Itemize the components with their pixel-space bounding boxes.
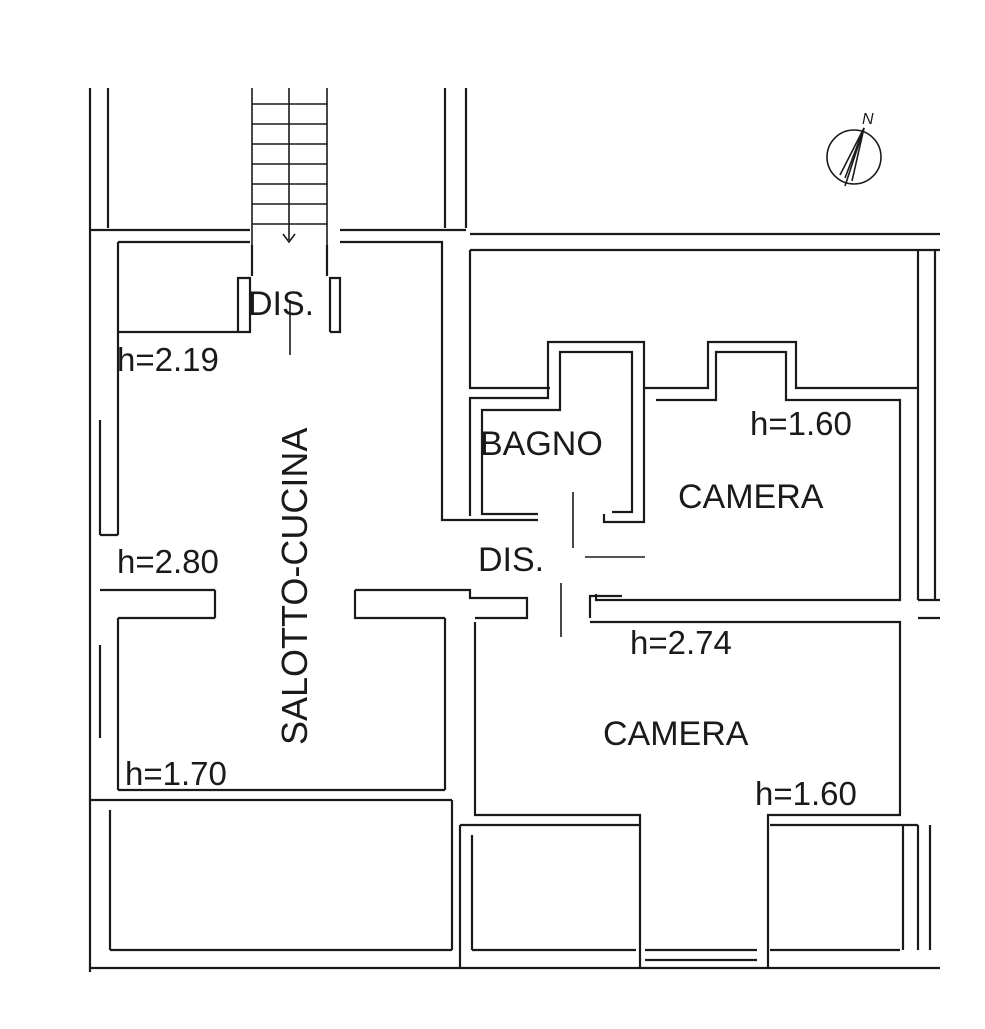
room-label-dis-top: DIS.	[248, 285, 314, 323]
height-label: h=1.60	[750, 405, 852, 442]
north-label: N	[862, 111, 874, 128]
height-label: h=2.80	[117, 543, 219, 580]
salotto-walls	[98, 240, 538, 792]
bagno-walls	[468, 340, 646, 548]
height-label: h=2.74	[630, 624, 732, 661]
room-label-bagno: BAGNO	[480, 425, 603, 463]
north-arrow-icon: N	[826, 111, 882, 187]
hall-walls	[560, 583, 622, 637]
height-label: h=1.70	[125, 755, 227, 792]
height-label: h=2.19	[117, 341, 219, 378]
camera-top-walls	[468, 250, 940, 620]
camera-bottom-walls	[473, 620, 902, 968]
room-label-dis-center: DIS.	[478, 541, 544, 579]
staircase	[251, 88, 328, 245]
balcony-walls	[90, 798, 932, 968]
room-label-camera-bottom: CAMERA	[603, 715, 749, 753]
height-label: h=1.60	[755, 775, 857, 812]
outer-walls	[88, 88, 940, 972]
room-label-salotto-cucina: SALOTTO-CUCINA	[274, 428, 315, 745]
room-label-camera-top: CAMERA	[678, 478, 824, 516]
